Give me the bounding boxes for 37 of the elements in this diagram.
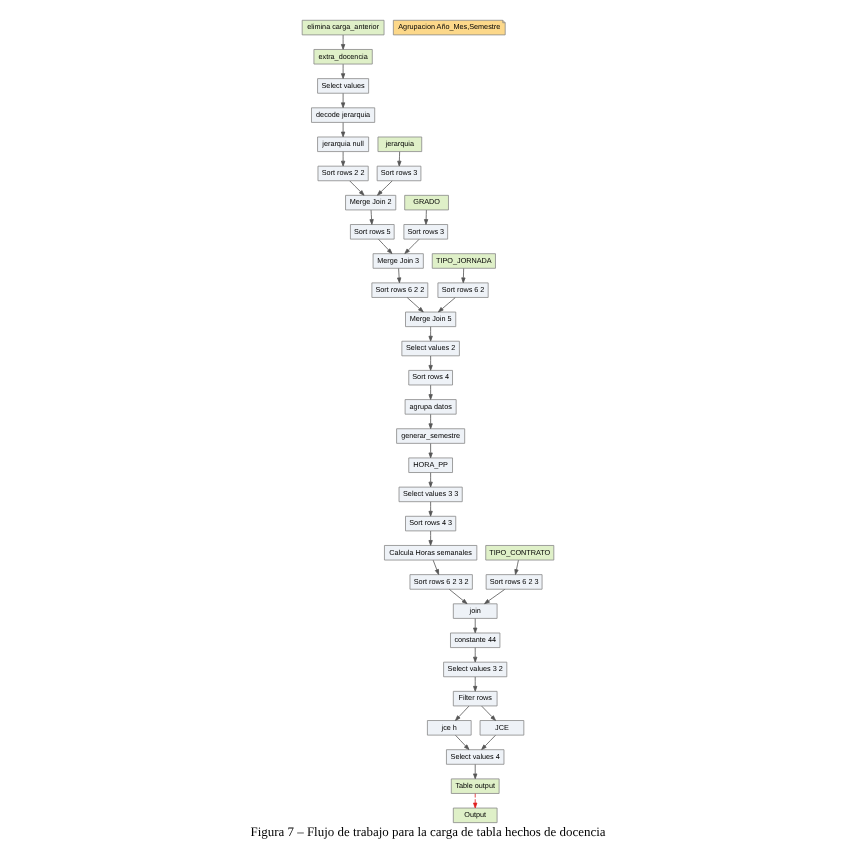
arrow [396, 151, 401, 167]
arrow [427, 443, 432, 459]
arrow [377, 238, 392, 254]
arrow [472, 793, 477, 809]
arrow [427, 413, 432, 430]
arrow [376, 180, 392, 196]
arrow [472, 764, 477, 780]
arrow [427, 530, 432, 546]
arrow [472, 676, 477, 692]
arrow [340, 122, 345, 138]
arrow [348, 180, 364, 196]
arrow [437, 297, 455, 313]
arrow [427, 326, 432, 342]
arrow [460, 268, 465, 284]
arrow [427, 355, 432, 371]
arrow [427, 501, 432, 517]
arrow [472, 618, 477, 634]
arrow [340, 63, 345, 79]
arrow [513, 559, 518, 575]
arrow [340, 34, 345, 50]
arrow [472, 647, 477, 663]
arrow [480, 734, 495, 750]
arrow [431, 559, 439, 575]
arrow [405, 297, 423, 313]
arrow [454, 705, 469, 721]
arrow [483, 589, 505, 605]
arrow [368, 209, 373, 225]
arrow [423, 209, 428, 225]
arrow [340, 151, 345, 167]
arrow [480, 705, 495, 721]
arrow [340, 93, 345, 109]
arrow [427, 384, 432, 400]
arrow [448, 589, 467, 605]
arrow [427, 472, 432, 488]
arrow [403, 238, 419, 254]
arrow [454, 734, 469, 750]
arrow [396, 268, 401, 284]
